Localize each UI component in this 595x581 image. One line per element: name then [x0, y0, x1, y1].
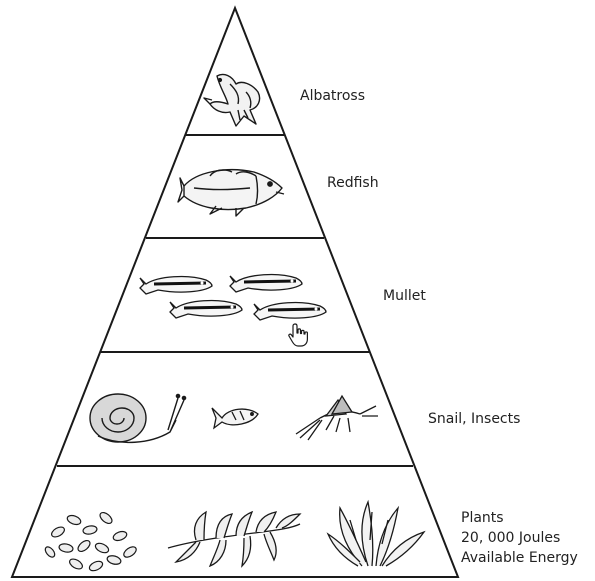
- label-snail-insects: Snail, Insects: [428, 409, 520, 429]
- mullet-fish-icon: [170, 301, 242, 318]
- mayfly-insect-icon: [296, 396, 378, 440]
- label-redfish: Redfish: [327, 173, 379, 193]
- mullet-fish-icon: [230, 275, 302, 292]
- albatross-icon: [204, 74, 260, 126]
- redfish-icon: [178, 170, 284, 216]
- mullet-fish-icon: [140, 277, 212, 294]
- label-plants-energy: 20, 000 Joules: [461, 528, 560, 548]
- label-mullet: Mullet: [383, 286, 426, 306]
- label-albatross: Albatross: [300, 86, 365, 106]
- grass-icon: [328, 502, 424, 566]
- mullet-fish-icon: [254, 303, 326, 320]
- hand-cursor-icon: [287, 322, 309, 348]
- seaweed-icon: [168, 512, 300, 566]
- label-plants-available: Available Energy: [461, 548, 578, 568]
- snail-icon: [90, 394, 186, 442]
- seeds-icon: [43, 510, 138, 572]
- small-fish-icon: [212, 408, 258, 428]
- label-plants: Plants: [461, 508, 504, 528]
- mullet-school: [140, 275, 326, 320]
